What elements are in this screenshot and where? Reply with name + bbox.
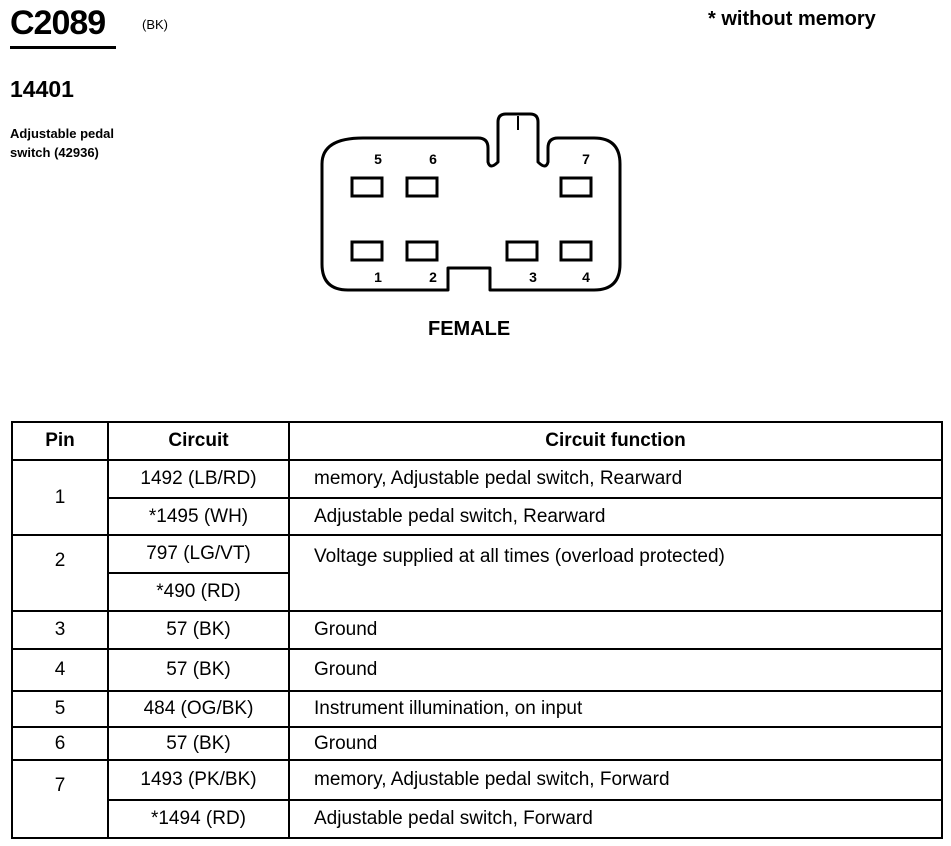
table-row: 4 57 (BK) Ground [11,648,943,692]
memory-note: * without memory [708,8,876,30]
pin-cavity-1 [350,240,384,262]
connector-gender-label: FEMALE [428,318,511,340]
table-row: 6 57 (BK) Ground [11,726,943,761]
pin-label-1: 1 [374,269,382,285]
table-row: *1495 (WH) Adjustable pedal switch, Rear… [12,497,943,536]
circuit-cell: 57 (BK) [107,610,290,650]
table-row: 3 57 (BK) Ground [11,610,943,650]
column-header-pin: Pin [11,421,109,461]
part-number: 14401 [10,76,74,102]
function-cell: Ground [288,726,943,761]
circuit-cell: 484 (OG/BK) [107,690,290,728]
function-cell: Ground [288,648,943,692]
component-desc-line-1: Adjustable pedal [10,126,115,141]
circuit-cell: 57 (BK) [107,726,290,761]
connector-outline [320,112,622,292]
pin-cavity-7 [559,176,593,198]
circuit-cell: 797 (LG/VT) [107,534,290,574]
pin-label-5: 5 [374,151,382,167]
pin-cavity-4 [559,240,593,262]
pin-cavity-2 [405,240,439,262]
table-header-row: Pin Circuit Circuit function [11,421,943,461]
table-row: 5 484 (OG/BK) Instrument illumination, o… [11,690,943,728]
pin-label-2: 2 [429,269,437,285]
pin-cell: 5 [11,690,109,728]
table-row: 7 1493 (PK/BK) memory, Adjustable pedal … [11,759,943,839]
circuit-cell: 57 (BK) [107,648,290,692]
pin-cell: 4 [11,648,109,692]
circuit-cell: *1495 (WH) [107,497,290,536]
pin-cavity-3 [505,240,539,262]
table-row: *1494 (RD) Adjustable pedal switch, Forw… [12,799,943,839]
function-cell: Adjustable pedal switch, Rearward [288,497,943,536]
function-cell: Voltage supplied at all times (overload … [288,534,943,612]
function-cell: memory, Adjustable pedal switch, Rearwar… [288,459,943,499]
table-row: 1 1492 (LB/RD) memory, Adjustable pedal … [11,459,943,536]
column-header-circuit: Circuit [107,421,290,461]
pin-cell: 1 [11,459,109,536]
pin-cavity-5 [350,176,384,198]
pin-circuit-table: Pin Circuit Circuit function 1 1492 (LB/… [11,421,943,839]
pin-cell: 2 [11,534,109,612]
function-cell: Ground [288,610,943,650]
connector-face-diagram: 5 6 7 1 2 3 4 [320,112,622,292]
pin-cell: 3 [11,610,109,650]
circuit-cell: 1492 (LB/RD) [107,459,290,499]
table-row: 2 797 (LG/VT) Voltage supplied at all ti… [11,534,943,612]
column-header-circuit-function: Circuit function [288,421,943,461]
pin-label-6: 6 [429,151,437,167]
pin-label-4: 4 [582,269,590,285]
circuit-cell: *1494 (RD) [107,799,290,839]
function-cell: Instrument illumination, on input [288,690,943,728]
connector-id-underline [10,46,116,49]
function-cell: Adjustable pedal switch, Forward [288,799,943,839]
component-desc-line-2: switch (42936) [10,145,99,160]
pin-cell: 6 [11,726,109,761]
connector-id: C2089 [10,4,106,42]
table-row: *490 (RD) [12,572,942,612]
connector-color: (BK) [142,17,168,32]
pin-cell: 7 [11,759,109,839]
component-description: Adjustable pedal switch (42936) [10,124,170,162]
pin-label-7: 7 [582,151,590,167]
function-cell: memory, Adjustable pedal switch, Forward [288,759,943,801]
pin-cavity-6 [405,176,439,198]
circuit-cell: *490 (RD) [107,572,290,612]
pin-label-3: 3 [529,269,537,285]
circuit-cell: 1493 (PK/BK) [107,759,290,801]
